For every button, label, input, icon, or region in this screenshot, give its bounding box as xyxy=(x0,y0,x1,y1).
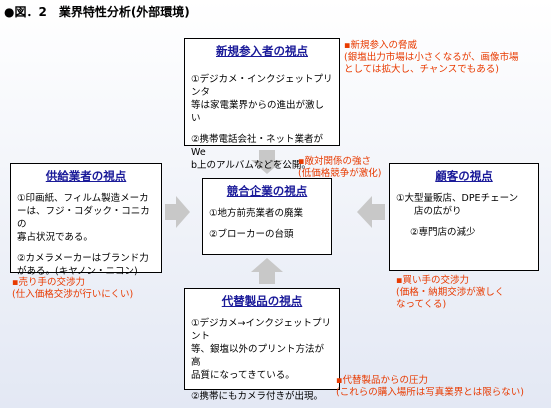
entry-threat-note: ▪新規参入の脅威 (銀塩出力市場は小さくなるが、画像市場 としては拡大し、チャン… xyxy=(344,40,519,76)
buyer-power-bullet: ▪ xyxy=(396,275,403,286)
arrow-up-from-substitutes xyxy=(251,258,283,284)
suppliers-title: 供給業者の視点 xyxy=(45,169,127,183)
customers-line-2: 店の広がり xyxy=(414,206,462,217)
suppliers-box: 供給業者の視点 ①印画紙、フィルム製造メーカ ーは、フジ・コダック・コニカの 寡… xyxy=(10,163,162,277)
substitute-pressure-line-2: (これらの購入場所は写真業界とは限らない) xyxy=(336,387,524,398)
rivalry-bullet: ▪ xyxy=(298,156,305,167)
new-entrants-line-2: 等は家電業界からの進出が激しい xyxy=(191,100,325,124)
buyer-power-note: ▪買い手の交渉力 (価格・納期交渉が激しく なってくる) xyxy=(396,275,504,311)
seller-power-bullet: ▪ xyxy=(12,277,19,288)
suppliers-line-1: ①印画紙、フィルム製造メーカ xyxy=(17,193,149,204)
new-entrants-line-1: ①デジカメ・インクジェットプリンタ xyxy=(191,74,333,98)
suppliers-line-3: 寡占状況である。 xyxy=(17,232,93,243)
competitors-line-1: ①地方前売業者の廃業 xyxy=(209,208,304,219)
buyer-power-line-1: 買い手の交渉力 xyxy=(402,275,469,286)
rivalry-line-1: 敵対関係の強さ xyxy=(304,156,371,167)
substitutes-title: 代替製品の視点 xyxy=(221,294,303,308)
arrow-right-from-suppliers xyxy=(165,196,190,228)
substitutes-line-3: 品質になってきている。 xyxy=(191,370,295,381)
suppliers-line-5: がある。(キヤノン・ニコン) xyxy=(17,266,138,277)
substitutes-line-4: ②携帯にもカメラ付きが出現。 xyxy=(191,391,324,402)
substitute-pressure-bullet: ▪ xyxy=(336,375,343,386)
new-entrants-title: 新規参入者の視点 xyxy=(216,44,308,58)
substitutes-line-2: 等、銀塩以外のプリント方法が高 xyxy=(191,344,325,368)
suppliers-line-4: ②カメラメーカーはブランド力 xyxy=(17,253,149,264)
buyer-power-line-3: なってくる) xyxy=(396,299,447,310)
entry-threat-line-1: 新規参入の脅威 xyxy=(350,40,417,51)
substitute-pressure-note: ▪代替製品からの圧力 (これらの購入場所は写真業界とは限らない) xyxy=(336,375,524,399)
new-entrants-line-4: b上のアルバムなどを公開。 xyxy=(191,160,311,171)
customers-line-1: ①大型量販店、DPEチェーン xyxy=(396,193,519,204)
buyer-power-line-2: (価格・納期交渉が激しく xyxy=(396,287,505,298)
competitors-title: 競合企業の視点 xyxy=(226,184,308,198)
seller-power-note: ▪売り手の交渉力 (仕入価格交渉が行いにくい) xyxy=(12,277,133,301)
entry-threat-line-3: としては拡大し、チャンスでもある) xyxy=(344,64,499,75)
customers-title: 顧客の視点 xyxy=(435,169,493,183)
seller-power-line-1: 売り手の交渉力 xyxy=(18,277,85,288)
entry-threat-line-2: (銀塩出力市場は小さくなるが、画像市場 xyxy=(344,52,519,63)
rivalry-note: ▪敵対関係の強さ (低価格競争が激化) xyxy=(298,156,381,180)
competitors-line-2: ②ブローカーの台頭 xyxy=(209,229,294,240)
arrow-down-from-new-entrants xyxy=(251,150,283,174)
substitutes-line-1: ①デジカメ→インクジェットプリント xyxy=(191,318,331,342)
substitute-pressure-line-1: 代替製品からの圧力 xyxy=(342,375,428,386)
suppliers-line-2: ーは、フジ・コダック・コニカの xyxy=(17,206,150,230)
figure-title: ●図．2 業界特性分析(外部環境) xyxy=(4,5,190,19)
customers-line-3: ②専門店の減少 xyxy=(410,227,476,238)
competitors-box: 競合企業の視点 ①地方前売業者の廃業 ②ブローカーの台頭 xyxy=(202,178,332,255)
new-entrants-box: 新規参入者の視点 ①デジカメ・インクジェットプリンタ 等は家電業界からの進出が激… xyxy=(184,38,340,171)
seller-power-line-2: (仕入価格交渉が行いにくい) xyxy=(12,289,134,300)
rivalry-line-2: (低価格競争が激化) xyxy=(298,168,382,179)
entry-threat-bullet: ▪ xyxy=(344,40,351,51)
customers-box: 顧客の視点 ①大型量販店、DPEチェーン 店の広がり ②専門店の減少 xyxy=(389,163,539,271)
arrow-left-from-customers xyxy=(357,196,385,228)
new-entrants-line-3: ②携帯電話会社・ネット業者がWe xyxy=(191,134,324,158)
substitutes-box: 代替製品の視点 ①デジカメ→インクジェットプリント 等、銀塩以外のプリント方法が… xyxy=(184,288,340,402)
